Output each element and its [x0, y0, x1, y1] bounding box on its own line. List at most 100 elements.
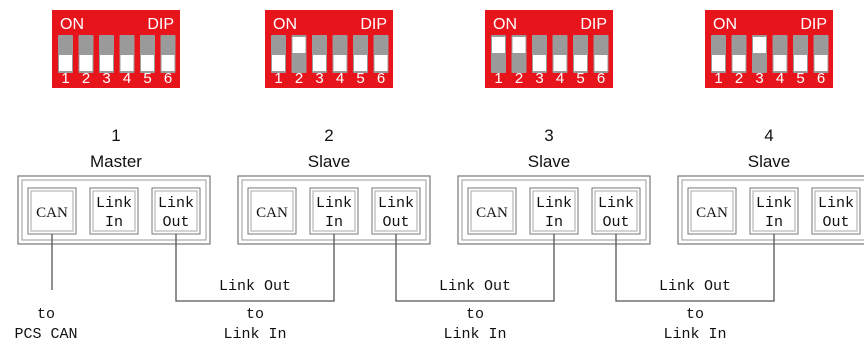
switch-lever-5 [141, 55, 154, 71]
can-port: CAN [687, 187, 737, 235]
port-frame-outer [309, 187, 359, 235]
switch-number-1: 1 [61, 70, 69, 87]
switch-number-2: 2 [515, 70, 523, 87]
switch-number-3: 3 [535, 70, 543, 87]
cable-label-mid: to [466, 306, 484, 323]
port-label-line-1: Link [536, 195, 572, 212]
dip-on-label: ON [60, 16, 84, 33]
port-label-line-2: Out [822, 214, 849, 231]
port-frame-inner [690, 190, 734, 232]
can-port: CAN [467, 187, 517, 235]
port-frame-outer [749, 187, 799, 235]
port-frame-outer [371, 187, 421, 235]
port-frame-inner [752, 190, 796, 232]
port-label-line-1: Link [378, 195, 414, 212]
port-frame-inner [154, 190, 198, 232]
switch-number-1: 1 [274, 70, 282, 87]
port-frame-inner [814, 190, 858, 232]
module-inner-border [21, 179, 207, 241]
switch-number-5: 5 [143, 70, 151, 87]
switch-lever-4 [333, 55, 347, 71]
port-frame-inner [594, 190, 638, 232]
cable-label-mid: to [686, 306, 704, 323]
switch-number-4: 4 [336, 70, 344, 87]
port-label-line-1: Link [598, 195, 634, 212]
dip-on-label: ON [493, 16, 517, 33]
cable-label-top: Link Out [219, 278, 291, 295]
switch-number-3: 3 [755, 70, 763, 87]
switch-number-6: 6 [817, 70, 825, 87]
port-frame-outer [687, 187, 737, 235]
switch-lever-5 [574, 55, 587, 71]
port-frame-inner [250, 190, 294, 232]
switch-lever-1 [712, 55, 725, 71]
port-label-line-2: Out [602, 214, 629, 231]
port-label-line-1: Link [96, 195, 132, 212]
cable-label-mid: to [246, 306, 264, 323]
switch-number-5: 5 [796, 70, 804, 87]
switch-number-2: 2 [295, 70, 303, 87]
switch-number-2: 2 [735, 70, 743, 87]
unit-role: Slave [308, 152, 351, 171]
port-frame-outer [247, 187, 297, 235]
port-frame-inner [312, 190, 356, 232]
switch-lever-2 [512, 37, 526, 53]
port-label: CAN [476, 205, 508, 221]
dip-body [485, 10, 613, 88]
link-wire-1 [175, 234, 335, 302]
switch-lever-5 [794, 55, 807, 71]
dip-on-label: ON [713, 16, 737, 33]
cable-label-bottom: Link In [663, 326, 726, 343]
unit-role: Master [90, 152, 142, 171]
switch-lever-6 [594, 55, 608, 71]
port-label: CAN [36, 205, 68, 221]
port-frame-inner [532, 190, 576, 232]
port-frame-outer [151, 187, 201, 235]
switch-lever-1 [272, 55, 285, 71]
dip-body [705, 10, 833, 88]
switch-lever-6 [374, 55, 388, 71]
switch-lever-4 [120, 55, 134, 71]
unit-number: 3 [544, 126, 553, 145]
can-port: CAN [27, 187, 77, 235]
switch-number-1: 1 [494, 70, 502, 87]
switch-lever-3 [533, 55, 546, 71]
dip-body [52, 10, 180, 88]
port-label-line-1: Link [818, 195, 854, 212]
switch-number-6: 6 [377, 70, 385, 87]
switch-number-6: 6 [597, 70, 605, 87]
switch-number-5: 5 [356, 70, 364, 87]
link-wire-2 [395, 234, 555, 302]
switch-lever-2 [292, 37, 306, 53]
switch-lever-4 [773, 55, 787, 71]
dip-dip-label: DIP [800, 16, 827, 33]
switch-number-1: 1 [714, 70, 722, 87]
switch-number-3: 3 [102, 70, 110, 87]
dip-dip-label: DIP [360, 16, 387, 33]
switch-number-6: 6 [164, 70, 172, 87]
port-frame-outer [811, 187, 861, 235]
switch-number-3: 3 [315, 70, 323, 87]
unit-number: 4 [764, 126, 773, 145]
module-outer-border [17, 175, 211, 245]
switch-number-4: 4 [556, 70, 564, 87]
pcs-label-mid: to [37, 306, 55, 323]
pcs-label-bottom: PCS CAN [14, 326, 77, 343]
